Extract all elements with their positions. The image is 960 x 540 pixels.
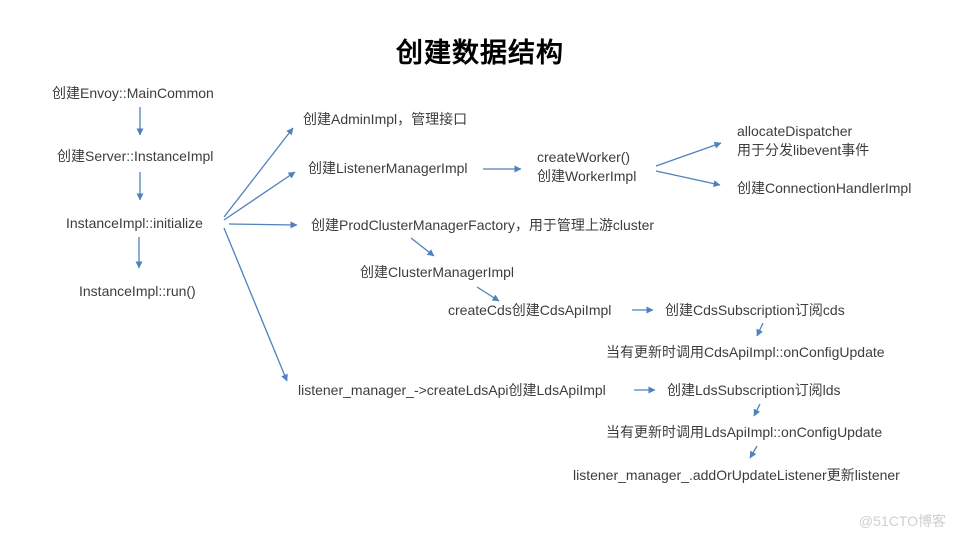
node-create-prod-cluster-factory: 创建ProdClusterManagerFactory，用于管理上游cluste… [311,217,655,233]
node-allocate-dispatcher: allocateDispatcher 用于分发libevent事件 [737,122,869,160]
arrow-cdssub-to-cdsupdate [756,322,764,337]
arrow-worker-to-connhandler [655,170,721,188]
allocate-dispatcher-line1: allocateDispatcher [737,123,853,139]
create-worker-line2: 创建WorkerImpl [537,168,637,184]
node-create-cluster-manager: 创建ClusterManagerImpl [360,264,515,280]
arrow-initialize-to-admin [223,127,294,218]
node-lds-on-config-update: 当有更新时调用LdsApiImpl::onConfigUpdate [606,424,883,440]
node-add-or-update-listener: listener_manager_.addOrUpdateListener更新l… [573,467,900,483]
arrow-initialize-to-prodcluster [228,221,298,229]
node-create-worker: createWorker() 创建WorkerImpl [537,148,636,186]
watermark: @51CTO博客 [858,513,946,529]
arrow-prodcluster-to-clustermgr [410,237,435,257]
arrow-clustermgr-to-createcds [476,286,500,302]
node-create-cds-api: createCds创建CdsApiImpl [448,302,612,318]
create-worker-line1: createWorker() [537,149,631,165]
node-cds-subscription: 创建CdsSubscription订阅cds [665,302,845,318]
arrow-ldssub-to-ldsupdate [753,403,761,417]
node-instance-run: InstanceImpl::run() [79,283,196,299]
arrow-initialize-to-listenermgr [223,171,296,221]
node-lds-subscription: 创建LdsSubscription订阅lds [667,382,841,398]
node-create-main-common: 创建Envoy::MainCommon [52,85,214,101]
node-create-lds-api: listener_manager_->createLdsApi创建LdsApiI… [298,382,606,398]
node-create-connection-handler: 创建ConnectionHandlerImpl [737,180,912,196]
node-instance-initialize: InstanceImpl::initialize [66,215,203,231]
node-create-server-instance: 创建Server::InstanceImpl [57,148,214,164]
allocate-dispatcher-line2: 用于分发libevent事件 [737,142,870,158]
page-title: 创建数据结构 [396,38,564,68]
arrow-initialize-to-createlds [223,227,288,382]
node-create-admin: 创建AdminImpl，管理接口 [303,111,468,127]
arrow-worker-to-dispatcher [655,141,722,167]
node-create-listener-manager: 创建ListenerManagerImpl [308,160,468,176]
arrow-ldsupdate-to-addlistener [749,445,758,459]
node-cds-on-config-update: 当有更新时调用CdsApiImpl::onConfigUpdate [606,344,885,360]
